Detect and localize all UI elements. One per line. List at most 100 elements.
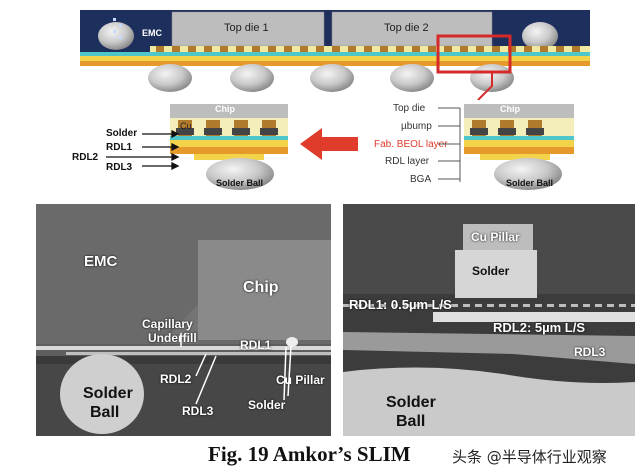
- sem-left-chip: Chip: [243, 279, 279, 296]
- micro-bump: [332, 46, 340, 52]
- sem-left-solder: Solder: [248, 398, 286, 412]
- sem-right-cu-pillar-label: Cu Pillar: [471, 230, 520, 244]
- sem-right-rdl1-label: RDL1: 0.5µm L/S: [349, 297, 452, 312]
- right-cross-section: [459, 104, 574, 190]
- left-label-arrows: [106, 129, 180, 171]
- rdl1-trace: [343, 304, 350, 307]
- rdl1-trace: [559, 304, 566, 307]
- bga-solder-ball: [148, 64, 192, 92]
- rdl1-trace: [475, 304, 482, 307]
- rdl1-trace: [511, 304, 518, 307]
- emc-ball-left: [98, 22, 134, 50]
- top-die-1-label: Top die 1: [224, 22, 269, 34]
- rdl1-trace: [463, 304, 470, 307]
- rdl1-trace: [631, 304, 635, 307]
- micro-bump: [156, 46, 164, 52]
- rdl1-trace: [403, 304, 410, 307]
- micro-bump: [396, 46, 404, 52]
- sem-left-rdl2: RDL2: [160, 372, 192, 386]
- rdl1-trace: [499, 304, 506, 307]
- micro-bump: [364, 46, 372, 52]
- sem-left-underfill-1: Capillary: [142, 317, 193, 331]
- micro-bump: [412, 46, 420, 52]
- top-die-2: [331, 11, 493, 47]
- rdl1-trace: [535, 304, 542, 307]
- sem-left-rdl1: RDL1: [240, 338, 272, 352]
- micro-bump: [540, 46, 548, 52]
- right-solder-ball-label: Solder Ball: [506, 178, 554, 188]
- left-rdl2-label: RDL2: [72, 152, 99, 163]
- micro-bump: [236, 46, 244, 52]
- rdl1-trace: [583, 304, 590, 307]
- left-solder-ball-label: Solder Ball: [216, 178, 264, 188]
- micro-bump: [300, 46, 308, 52]
- bga-solder-ball: [310, 64, 354, 92]
- rdl1-trace: [523, 304, 530, 307]
- micro-bump: [508, 46, 516, 52]
- rdl1-trace: [391, 304, 398, 307]
- left-rdl1-label: RDL1: [106, 142, 133, 153]
- sem-left-rdl3: RDL3: [182, 404, 214, 418]
- left-rdl3-label: RDL3: [106, 162, 133, 173]
- micro-bump: [492, 46, 500, 52]
- sem-solder-ball: [60, 354, 144, 434]
- rdl1-trace: [427, 304, 434, 307]
- left-cross-section: [170, 104, 288, 190]
- micro-bump: [204, 46, 212, 52]
- rdl1-trace: [379, 304, 386, 307]
- left-solder-label: Solder: [106, 128, 138, 139]
- top-die-2-label: Top die 2: [384, 22, 429, 34]
- rdl-yellow: [80, 56, 590, 61]
- sem-left-underfill-2: Underfill: [148, 331, 197, 345]
- micro-bump: [284, 46, 292, 52]
- direction-arrow: [300, 128, 358, 160]
- layer-beol: Fab. BEOL layer: [374, 139, 448, 150]
- micro-bump: [572, 46, 580, 52]
- rdl1-trace: [487, 304, 494, 307]
- rdl1-trace: [415, 304, 422, 307]
- sem-right-solder-ball-1: Solder: [386, 394, 436, 411]
- rdl1-trace: [451, 304, 458, 307]
- micro-bump: [460, 46, 468, 52]
- micro-bump: [268, 46, 276, 52]
- bga-solder-ball: [230, 64, 274, 92]
- left-cu-label: Cu: [180, 121, 192, 131]
- figure-caption: Fig. 19 Amkor’s SLIM: [208, 442, 411, 466]
- micro-bump: [428, 46, 436, 52]
- highlight-box: [436, 34, 512, 74]
- sem-left-solder-ball-1: Solder: [83, 385, 133, 402]
- sem-right-solder-label: Solder: [472, 264, 510, 278]
- emc-ball-right: [522, 22, 558, 50]
- rdl1-trace: [547, 304, 554, 307]
- rdl1-trace: [439, 304, 446, 307]
- micro-bump: [380, 46, 388, 52]
- sem-right-solder: [455, 250, 537, 298]
- layer-rdl: RDL layer: [385, 156, 430, 167]
- micro-bump: [444, 46, 452, 52]
- layer-ubump: µbump: [401, 121, 432, 132]
- sem-image-left: [36, 204, 331, 436]
- sem-right-solder-ball-2: Ball: [396, 413, 426, 430]
- layer-ticks: [438, 107, 460, 180]
- right-chip-label: Chip: [500, 104, 520, 114]
- sem-right-rdl2-label: RDL2: 5µm L/S: [493, 320, 586, 335]
- rdl-orange: [80, 61, 590, 66]
- sem-chip: [198, 240, 331, 340]
- bga-solder-ball: [390, 64, 434, 92]
- sem-left-solder-ball-2: Ball: [90, 404, 120, 421]
- package-overview-diagram: [80, 10, 590, 100]
- rdl1-trace: [619, 304, 626, 307]
- highlight-pointer: [477, 72, 493, 100]
- sem-left-drawing: [36, 204, 331, 436]
- top-die-1: [171, 11, 325, 47]
- micro-bump: [524, 46, 532, 52]
- sem-left-emc: EMC: [84, 253, 118, 270]
- emc-label: EMC: [142, 28, 162, 38]
- sem-image-right: [343, 204, 635, 436]
- layer-bga: BGA: [410, 174, 432, 185]
- watermark: 头条 @半导体行业观察: [452, 448, 607, 466]
- sem-right-rdl3-label: RDL3: [574, 345, 606, 359]
- rdl1-trace: [595, 304, 602, 307]
- micro-bump: [188, 46, 196, 52]
- sem-left-pointers: [180, 333, 292, 405]
